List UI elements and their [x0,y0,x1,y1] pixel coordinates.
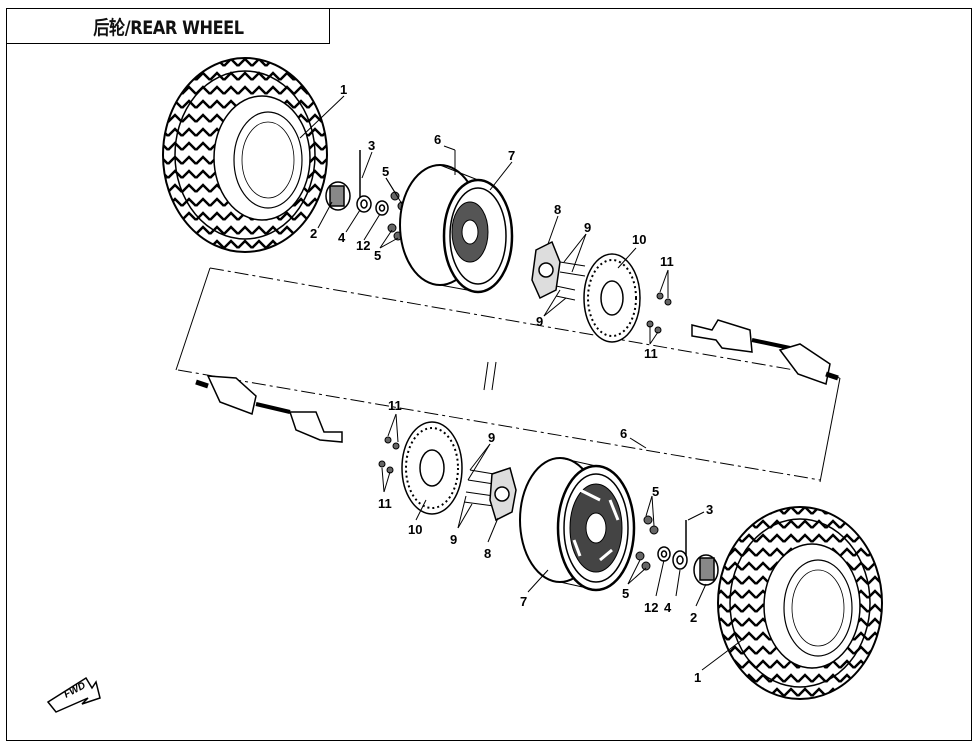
tire-upper [162,57,328,253]
title-box: 后轮/REAR WHEEL [6,8,330,44]
tire-lower [717,506,883,700]
bolts-upper [646,292,672,334]
callout-1: 1 [340,82,347,97]
callout-9: 9 [584,220,591,235]
callout-12: 12 [356,238,370,253]
callouts-lower: 11 11 10 9 9 8 6 7 5 5 3 2 4 12 1 [378,398,713,685]
callout-4: 4 [664,600,672,615]
callout-3: 3 [706,502,713,517]
washer-upper [356,150,389,216]
rim-upper [399,150,514,294]
callout-3: 3 [368,138,375,153]
callout-9: 9 [536,314,543,329]
drawing-frame [6,8,972,741]
callout-9: 9 [488,430,495,445]
callout-11: 11 [644,346,658,361]
studs-upper [555,261,586,301]
callout-8: 8 [554,202,561,217]
callout-5: 5 [382,164,389,179]
callout-7: 7 [508,148,515,163]
centerline-connector [177,267,841,481]
callout-2: 2 [690,610,697,625]
hub-flange-lower [489,467,517,522]
callout-6: 6 [620,426,627,441]
callout-5: 5 [622,586,629,601]
hub-cap-lower [693,554,719,586]
driveshaft-upper [691,319,839,385]
callout-11: 11 [388,398,402,413]
callout-9: 9 [450,532,457,547]
callout-5: 5 [652,484,659,499]
rim-lower [519,457,636,592]
callout-5: 5 [374,248,381,263]
page-title: 后轮/REAR WHEEL [92,16,244,39]
callout-4: 4 [338,230,346,245]
callout-10: 10 [632,232,646,247]
brake-disc-upper [583,253,641,343]
hub-flange-upper [531,240,561,300]
callout-7: 7 [520,594,527,609]
brake-disc-lower [401,421,463,515]
callout-12: 12 [644,600,658,615]
bracket-lines [175,267,841,483]
callout-11: 11 [378,496,392,511]
callout-6: 6 [434,132,441,147]
callout-8: 8 [484,546,491,561]
driveshaft-lower [195,375,343,443]
callout-11: 11 [660,254,674,269]
fwd-arrow-icon: FWD [46,676,101,713]
callout-1: 1 [694,670,701,685]
callout-10: 10 [408,522,422,537]
leader-lines [299,95,743,671]
callouts-upper: 1 2 3 4 12 5 5 6 7 8 9 9 10 11 11 [310,82,674,361]
callout-2: 2 [310,226,317,241]
washer-lower [657,520,688,570]
bolts-lower [378,436,400,474]
